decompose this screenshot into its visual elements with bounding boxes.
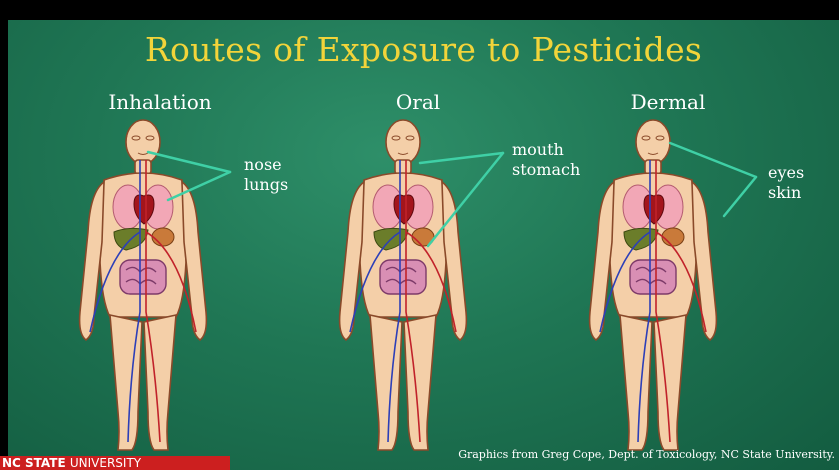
colon <box>120 260 166 294</box>
logo-nc-state: NC STATE <box>2 456 66 470</box>
body-figure-dermal <box>578 112 728 457</box>
intestines <box>120 260 166 294</box>
torso <box>360 173 446 317</box>
intestines <box>630 260 676 294</box>
left-arm <box>80 182 104 340</box>
right-arm <box>692 182 716 340</box>
nc-state-logo: NC STATE UNIVERSITY <box>0 456 230 470</box>
neck <box>135 160 151 174</box>
stomach <box>662 228 684 246</box>
left-arm <box>590 182 614 340</box>
body-figure-inhalation <box>68 112 218 457</box>
torso <box>100 173 186 317</box>
intestines <box>380 260 426 294</box>
label-nose: nose <box>244 155 288 175</box>
stomach <box>412 228 434 246</box>
stomach <box>152 228 174 246</box>
top-bar <box>0 0 839 20</box>
label-eyes: eyes <box>768 163 804 183</box>
organ-labels-inhalation: nose lungs <box>244 155 288 195</box>
torso <box>610 173 696 317</box>
route-label-inhalation: Inhalation <box>70 90 250 114</box>
colon <box>630 260 676 294</box>
body-svg <box>68 112 218 457</box>
body-svg <box>578 112 728 457</box>
organ-labels-dermal: eyes skin <box>768 163 804 203</box>
right-arm <box>182 182 206 340</box>
left-arm <box>340 182 364 340</box>
pointer-skin <box>724 177 756 216</box>
head <box>636 120 670 164</box>
label-stomach: stomach <box>512 160 580 180</box>
graphics-credit: Graphics from Greg Cope, Dept. of Toxico… <box>458 448 835 461</box>
colon <box>380 260 426 294</box>
neck <box>645 160 661 174</box>
label-skin: skin <box>768 183 804 203</box>
slide: Routes of Exposure to Pesticides Inhalat… <box>8 20 839 470</box>
head <box>386 120 420 164</box>
body-figure-oral <box>328 112 478 457</box>
right-arm <box>442 182 466 340</box>
logo-university: UNIVERSITY <box>70 456 141 470</box>
organ-labels-oral: mouth stomach <box>512 140 580 180</box>
label-lungs: lungs <box>244 175 288 195</box>
route-label-dermal: Dermal <box>578 90 758 114</box>
slide-title: Routes of Exposure to Pesticides <box>8 30 839 69</box>
label-mouth: mouth <box>512 140 580 160</box>
head <box>126 120 160 164</box>
neck <box>395 160 411 174</box>
body-svg <box>328 112 478 457</box>
route-label-oral: Oral <box>328 90 508 114</box>
